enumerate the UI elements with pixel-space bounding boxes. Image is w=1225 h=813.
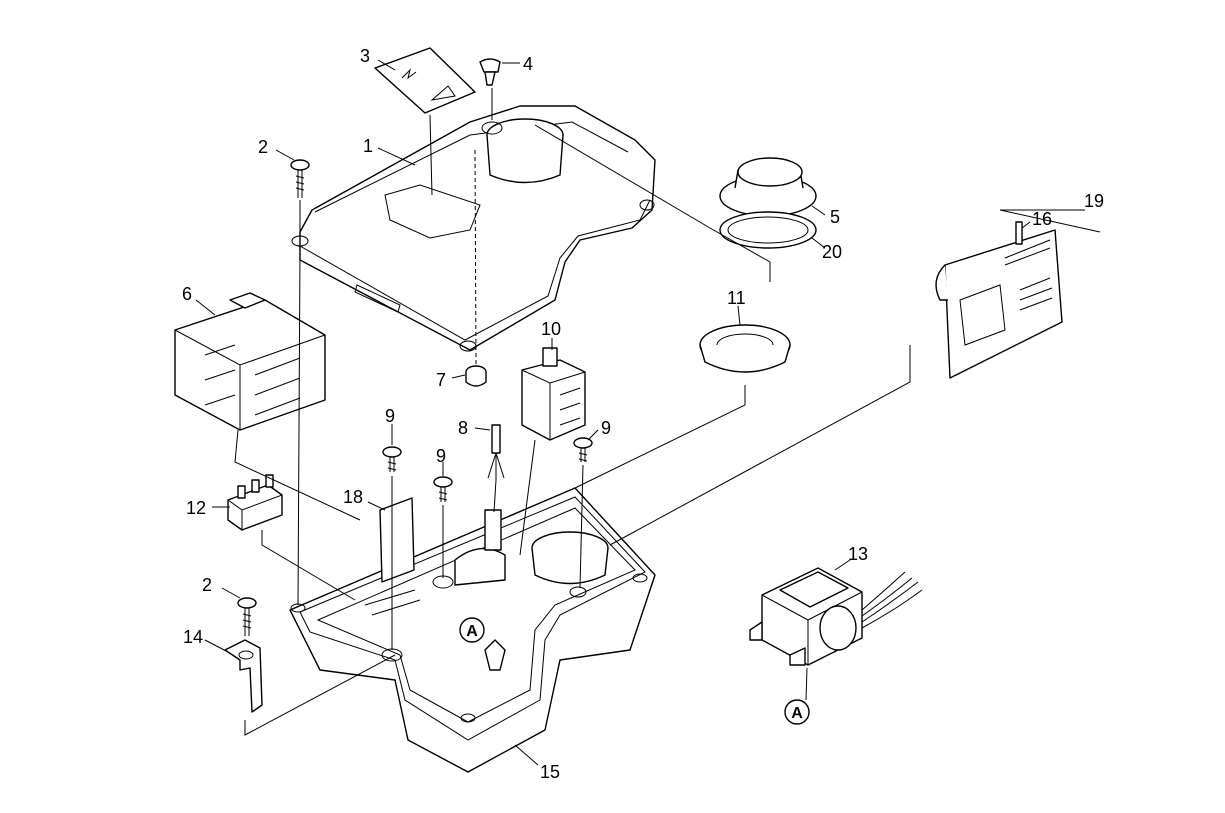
callout-9-a: 9 [385,406,395,426]
callout-10: 10 [541,319,561,339]
part-sensor [487,424,505,480]
callout-9-b: 9 [436,446,446,466]
assembly-lines [234,88,911,736]
callout-8: 8 [458,418,468,438]
reference-mark-label: A [466,623,478,640]
callout-2-bottom: 2 [202,575,212,595]
callout-18: 18 [343,487,363,507]
screw-9-c [573,437,593,462]
part-seal-ring [719,211,817,249]
reference-mark-a-base: A [459,617,485,643]
part-transformer [749,567,923,666]
callout-12: 12 [186,498,206,518]
part-circuit-board [935,221,1063,379]
callout-2-top: 2 [258,137,268,157]
reference-mark-label: A [791,705,803,722]
callout-13: 13 [848,544,868,564]
part-terminal-block [227,474,283,531]
callout-1: 1 [363,136,373,156]
callout-11: 11 [727,288,746,308]
reference-mark-a-transformer: A [784,699,810,725]
part-bracket [224,639,263,713]
screw-9-b [433,476,453,502]
callout-5: 5 [830,207,840,227]
part-cover [291,105,656,352]
part-knob [719,157,817,217]
callout-7: 7 [436,370,446,390]
screw-9-a [382,446,402,472]
callout-15: 15 [540,762,560,782]
part-warning-label [374,47,476,114]
screw-2-bottom [237,597,257,636]
callout-4: 4 [523,54,533,74]
part-rubber-foot [465,365,487,387]
callout-6: 6 [182,284,192,304]
callout-16: 16 [1032,209,1052,229]
callout-19: 19 [1084,191,1104,211]
callout-14: 14 [183,627,203,647]
part-plug-clip [479,58,501,86]
callout-20: 20 [822,242,842,262]
callout-3: 3 [360,46,370,66]
screw-2-top [290,159,310,198]
part-rotary-switch [521,347,586,441]
callout-labels: 1 2 2 3 4 5 6 7 8 9 9 9 10 11 12 13 14 1… [182,46,1104,782]
callout-9-c: 9 [601,418,611,438]
leader-lines [195,59,1101,766]
part-contactor [174,292,326,431]
part-grommet [699,324,791,373]
